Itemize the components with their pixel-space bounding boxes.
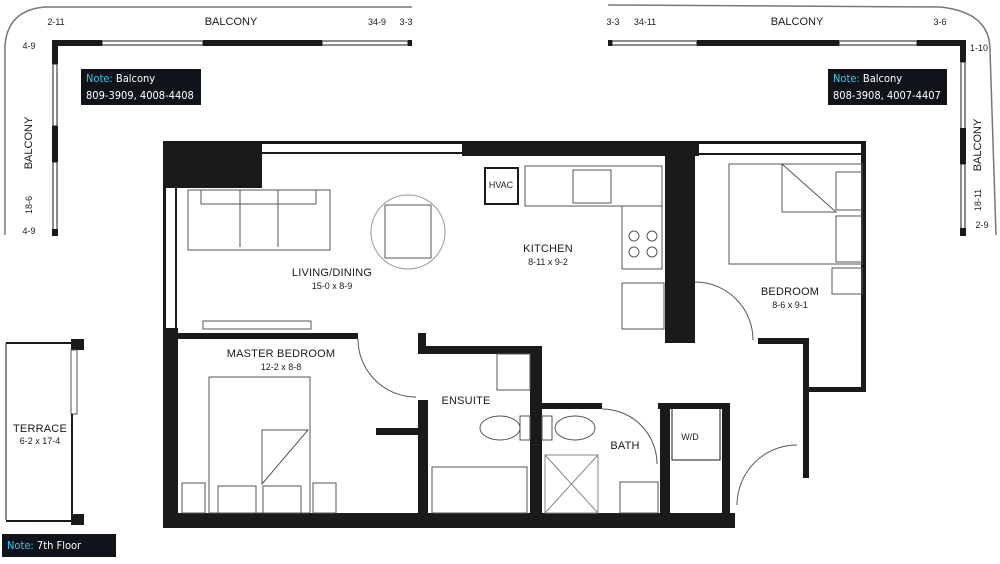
- tv-console: [202, 320, 312, 330]
- dim-left-top: 2-11: [47, 17, 65, 27]
- shower: [544, 454, 599, 514]
- bath-vanity: [619, 481, 659, 514]
- bathtub: [431, 466, 528, 514]
- balcony-right-outline: [607, 4, 997, 236]
- kitchen-label: KITCHEN: [523, 243, 573, 255]
- balcony-outlines: [4, 4, 997, 236]
- bedroom-size: 8-6 x 9-1: [772, 300, 808, 310]
- living-label: LIVING/DINING: [291, 267, 373, 279]
- terrace-label: TERRACE: [13, 423, 67, 435]
- wd-label: W/D: [681, 432, 699, 442]
- ensuite-toilet: [479, 415, 521, 441]
- balcony-left-outline: [4, 6, 412, 235]
- master-door-swing: [357, 338, 417, 398]
- terrace-size: 6-2 x 17-4: [19, 436, 61, 446]
- unit-walls: [163, 141, 866, 528]
- dim-right-top-left-b: 34-11: [633, 17, 657, 27]
- fridge: [621, 282, 665, 330]
- sofa: [187, 189, 331, 251]
- dim-right-top-left-a: 3-3: [606, 17, 620, 27]
- bath-label: BATH: [610, 440, 640, 452]
- note-balcony-right: Note: Balcony 808-3908, 4007-4407: [828, 69, 947, 105]
- dim-right-top-right: 3-6: [933, 17, 947, 27]
- note-balcony-left: Note: Balcony 809-3909, 4008-4408: [81, 69, 201, 105]
- dim-left-side-length: 18-6: [24, 195, 34, 215]
- ensuite-label: ENSUITE: [441, 395, 491, 407]
- balcony-left-side-label: BALCONY: [23, 116, 35, 170]
- master-bedroom-label: MASTER BEDROOM: [226, 348, 336, 360]
- living-size: 15-0 x 8-9: [311, 281, 353, 291]
- dining-table: [384, 204, 432, 259]
- dim-right-side-top: 1-10: [969, 43, 989, 53]
- dim-left-top-right-b: 3-3: [399, 17, 413, 27]
- note-terrace: Note: 7th Floor Terrace: [2, 534, 116, 564]
- master-bed: [208, 376, 311, 514]
- bedroom-bed: [728, 163, 863, 265]
- bedroom-label: BEDROOM: [760, 286, 820, 298]
- dim-left-side-top: 4-9: [22, 41, 36, 51]
- dim-left-side-bottom: 4-9: [22, 226, 36, 236]
- balcony-right-label: BALCONY: [770, 16, 824, 28]
- hvac-box: [484, 167, 519, 205]
- hvac-label: HVAC: [488, 180, 514, 190]
- balcony-left-walls: [52, 40, 412, 236]
- master-bedroom-size: 12-2 x 8-8: [260, 362, 302, 372]
- balcony-left-label: BALCONY: [204, 16, 258, 28]
- dim-left-top-right-a: 34-9: [367, 17, 387, 27]
- terrace-outline: [5, 339, 84, 525]
- ensuite-vanity: [496, 353, 531, 391]
- balcony-right-walls: [608, 40, 966, 236]
- kitchen-size: 8-11 x 9-2: [528, 257, 568, 267]
- balcony-right-side-label: BALCONY: [972, 118, 984, 172]
- washer-dryer: [671, 407, 721, 461]
- sink: [572, 169, 612, 204]
- fixtures: [181, 162, 863, 514]
- bath-toilet: [554, 415, 596, 441]
- dim-right-side-bottom: 2-9: [975, 220, 989, 230]
- dim-right-side-length: 18-11: [973, 188, 983, 212]
- counter: [524, 165, 663, 207]
